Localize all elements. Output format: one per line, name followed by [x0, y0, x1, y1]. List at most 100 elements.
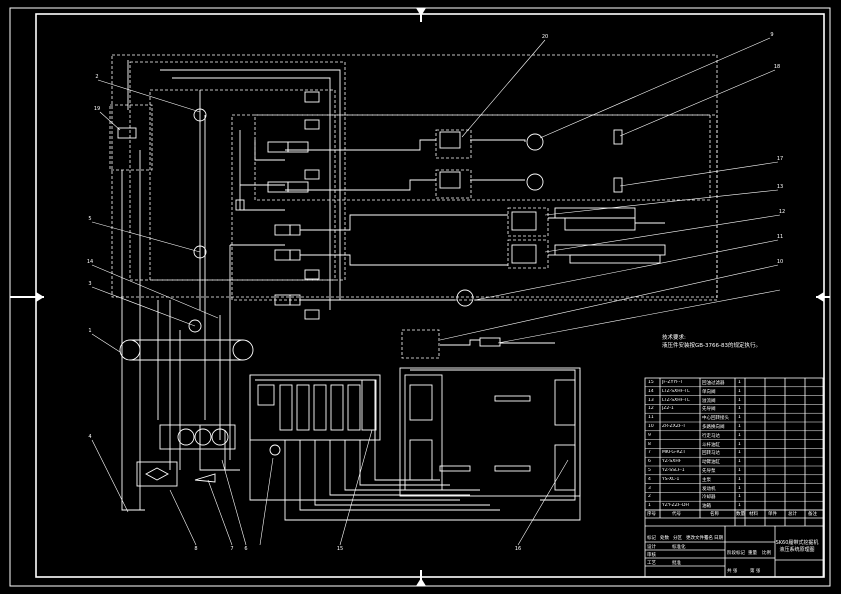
- parts-row-name: 主泵: [702, 477, 711, 483]
- parts-row-no: 10: [648, 424, 654, 429]
- parts-row-name: 斗杆油缸: [702, 442, 720, 448]
- parts-row-no: 6: [648, 459, 651, 465]
- balloon-13: 13: [777, 184, 783, 190]
- parts-row-no: 1: [648, 503, 651, 509]
- balloon-4: 4: [88, 434, 91, 440]
- parts-row-no: 5: [648, 468, 651, 473]
- tb-approve: 批准: [672, 561, 681, 566]
- parts-row-code: YS-XC-1: [662, 476, 680, 482]
- parts-row-code: JF-ZYYF-T: [662, 380, 683, 385]
- tb-header-material: 材料: [749, 512, 758, 517]
- parts-row-name: 先导阀: [702, 407, 716, 413]
- parts-row-name: 溢流阀: [702, 398, 716, 404]
- tb-standard: 标准化: [672, 545, 686, 550]
- balloon-11: 11: [777, 234, 783, 240]
- parts-row-qty: 1: [738, 476, 741, 482]
- parts-row-name: 中心回转接头: [702, 416, 729, 422]
- tb-header-single: 单件: [768, 512, 777, 517]
- balloon-6: 6: [244, 546, 247, 552]
- parts-row-qty: 1: [738, 450, 741, 456]
- actuator-frame: [399, 337, 581, 497]
- tb-scale: 比例: [762, 551, 771, 556]
- parts-row-name: 动臂油缸: [702, 460, 720, 466]
- tb-header-remark: 备注: [808, 512, 817, 517]
- notes-text: 液压件安装按GB-3766-83的规定执行。: [662, 343, 762, 349]
- parts-row-qty: 1: [738, 503, 741, 509]
- parts-row-code: LTZ-SXHF-TL: [662, 388, 690, 394]
- tb-footer-change: 更改文件号: [686, 536, 709, 541]
- balloon-14: 14: [87, 259, 93, 265]
- cylinders: [554, 207, 666, 264]
- parts-row-code: LTZ-SXHF-TL: [662, 397, 690, 403]
- parts-row-name: 行走马达: [702, 433, 720, 439]
- parts-row-code: YZ-SSLF-1: [662, 468, 685, 473]
- parts-row-code: ZR-ZXZF-T: [662, 424, 686, 429]
- parts-row-no: 14: [648, 388, 654, 394]
- parts-row-no: 8: [648, 441, 651, 447]
- tb-header-qty: 数量: [736, 512, 745, 517]
- tb-footer-sign: 签名: [704, 536, 713, 541]
- drawing-title: SK60履带式挖掘机液压系统原理图: [775, 540, 819, 553]
- parts-row-qty: 1: [738, 432, 741, 438]
- tb-header-total: 总计: [788, 512, 797, 517]
- parts-row-code: JZ2-1: [662, 406, 674, 412]
- title-block-rows: [645, 386, 823, 511]
- parts-row-no: 13: [648, 397, 654, 403]
- tb-process: 工艺: [647, 561, 656, 566]
- parts-row-qty: 1: [738, 388, 741, 394]
- balloon-20: 20: [542, 34, 548, 40]
- technical-notes: 技术要求: 液压件安装按GB-3766-83的规定执行。: [662, 334, 761, 350]
- parts-row-name: 多路换向阀: [702, 425, 725, 430]
- balloon-12: 12: [779, 209, 785, 215]
- parts-row-name: 冷却器: [702, 495, 716, 501]
- parts-row-no: 11: [648, 415, 654, 421]
- tb-footer-date: 日期: [714, 536, 723, 541]
- balloon-1: 1: [88, 328, 91, 334]
- parts-row-name: 油箱: [702, 504, 711, 510]
- tb-review: 审核: [647, 553, 656, 558]
- tb-footer-zone: 分区: [673, 536, 682, 541]
- balloon-17: 17: [777, 156, 783, 162]
- balloon-8: 8: [194, 546, 197, 552]
- tb-stage: 阶段标记: [727, 551, 745, 556]
- tb-header-name: 名称: [710, 512, 719, 517]
- parts-row-qty: 1: [738, 424, 741, 429]
- parts-row-name: 单向阀: [702, 389, 716, 395]
- parts-row-code: YZY-ZZF-DH: [662, 503, 689, 509]
- parts-row-name: 发动机: [702, 486, 716, 492]
- balloon-7: 7: [230, 546, 233, 552]
- valve-stack: [235, 91, 320, 320]
- balloon-2: 2: [95, 74, 98, 80]
- pilot-block: [249, 374, 381, 441]
- parts-row-qty: 1: [738, 468, 741, 473]
- balloon-10: 10: [777, 259, 783, 265]
- parts-row-qty: 1: [738, 485, 741, 491]
- parts-row-name: 回油过滤器: [702, 381, 725, 386]
- parts-row-name: 先导泵: [702, 469, 716, 474]
- parts-row-no: 15: [648, 380, 654, 385]
- parts-row-no: 7: [648, 450, 651, 456]
- balloon-labels: 20 9 18 17 13 12 11 10 2 19 5 14 3 1 4 8…: [87, 32, 785, 552]
- parts-row-code: YZ-SXHF: [662, 459, 682, 465]
- balloon-16: 16: [515, 546, 521, 552]
- parts-row-qty: 1: [738, 380, 741, 385]
- balloon-19: 19: [94, 106, 100, 112]
- parts-row-qty: 1: [738, 397, 741, 403]
- motors-pumps: [188, 108, 623, 456]
- parts-row-qty: 1: [738, 441, 741, 447]
- parts-row-code: MKFG-RZT: [662, 450, 686, 456]
- tb-footer-mark: 标记: [647, 536, 656, 541]
- parts-row-no: 9: [648, 432, 651, 438]
- balloon-9: 9: [770, 32, 773, 38]
- notes-heading: 技术要求:: [662, 335, 686, 341]
- parts-row-qty: 1: [738, 494, 741, 500]
- tb-header-code: 代号: [672, 512, 681, 517]
- svg-text:①: ①: [418, 9, 423, 16]
- tb-header-no: 序号: [647, 512, 656, 517]
- tb-weight: 重量: [748, 551, 757, 556]
- parts-row-qty: 1: [738, 459, 741, 465]
- tb-sheet-no: 第 张: [750, 569, 761, 574]
- parts-row-no: 4: [648, 476, 651, 482]
- balloon-15: 15: [337, 546, 343, 552]
- balloon-5: 5: [88, 216, 91, 222]
